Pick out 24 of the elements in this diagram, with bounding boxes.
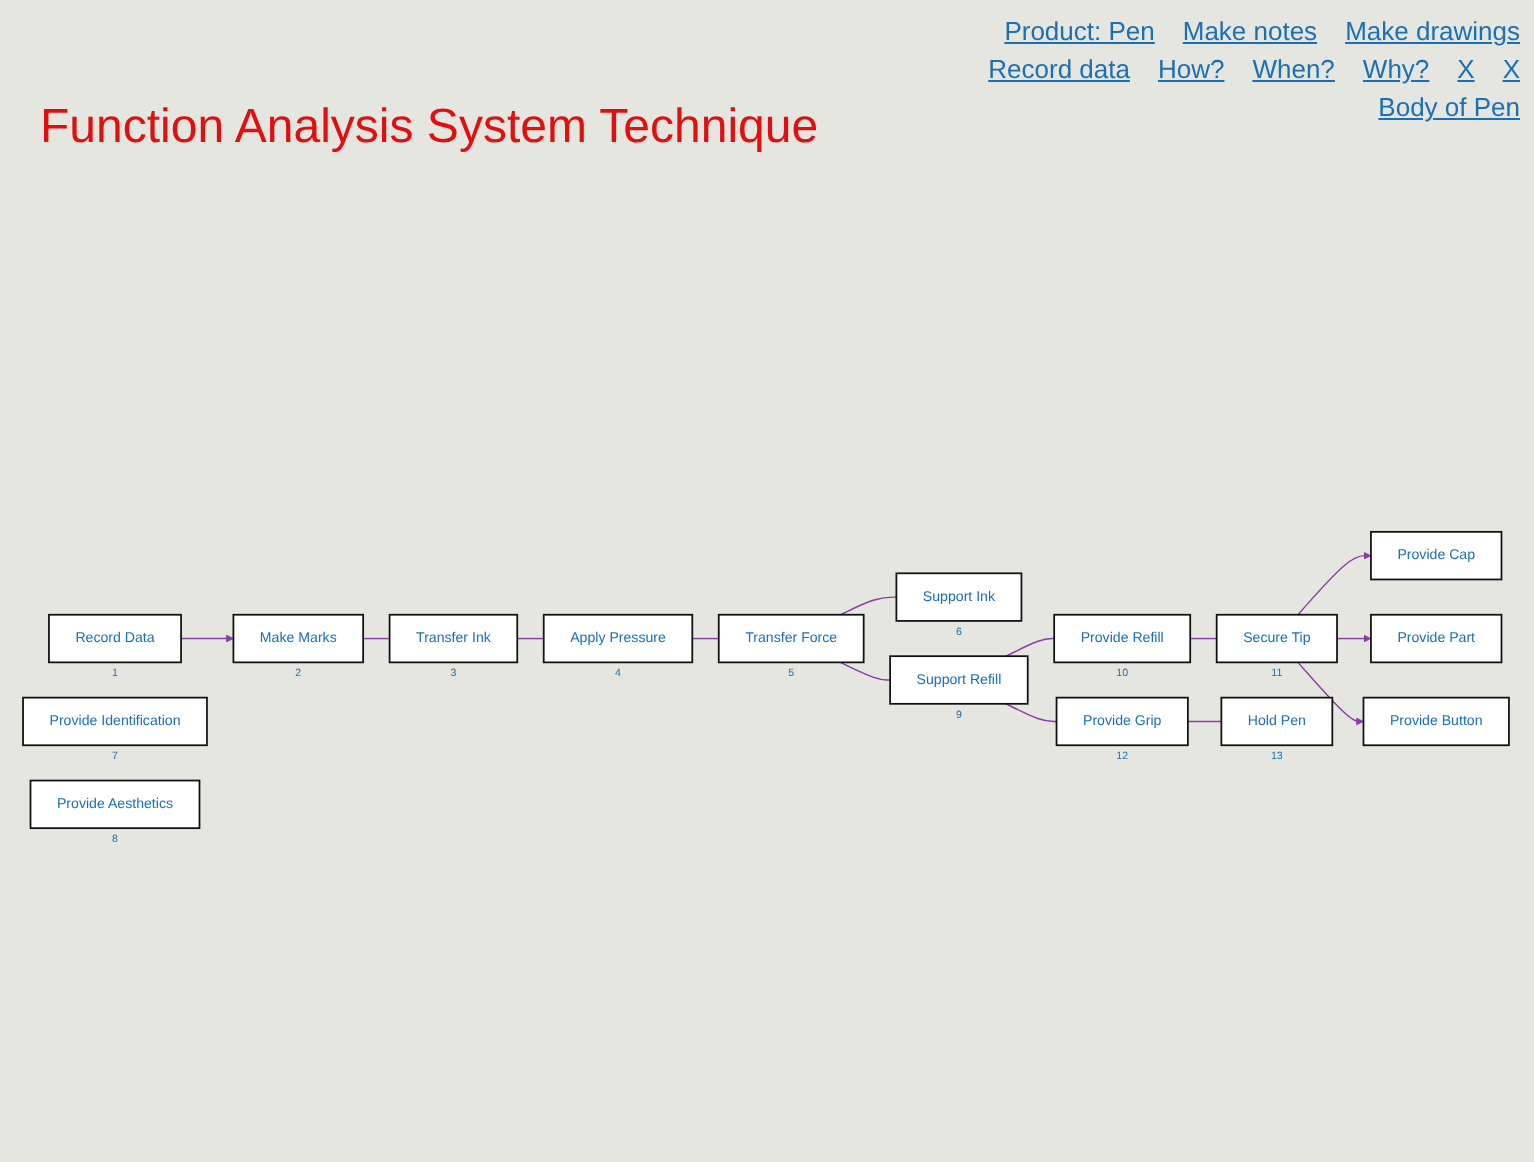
note-text: Make drawings (1345, 16, 1520, 46)
connector (839, 596, 898, 616)
note-text: Why? (1362, 54, 1430, 84)
arrow (1297, 551, 1372, 616)
arrow (1336, 634, 1372, 643)
note-text: X (1502, 54, 1520, 84)
arrow (180, 634, 234, 643)
note-text: X (1457, 54, 1475, 84)
connector (1005, 637, 1055, 657)
connector (1187, 720, 1223, 723)
connector (691, 637, 720, 640)
note-text: Product: Pen (1004, 16, 1155, 46)
connector (516, 637, 545, 640)
connector (839, 661, 891, 681)
note-text: When? (1252, 54, 1335, 84)
note-text: Body of Pen (1378, 92, 1520, 122)
title: Function Analysis System Technique (40, 100, 819, 156)
arrow (1297, 661, 1364, 726)
connector (1005, 703, 1058, 723)
note-text: How? (1157, 54, 1225, 84)
note-text: Make notes (1182, 16, 1318, 46)
note-text: Record data (988, 54, 1130, 84)
connector (1189, 637, 1218, 640)
connector (362, 637, 391, 640)
